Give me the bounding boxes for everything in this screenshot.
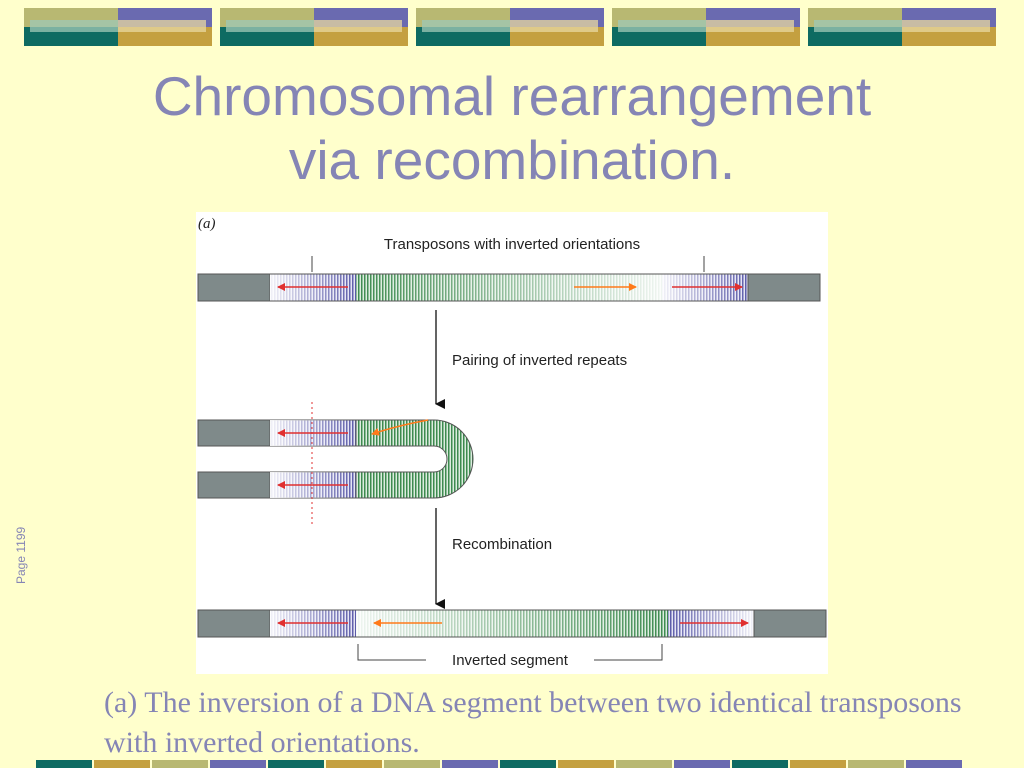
page-reference-label: Page 1199 (14, 526, 28, 584)
slide-title: Chromosomal rearrangement via recombinat… (0, 64, 1024, 192)
decorative-block (808, 8, 996, 46)
recombined-chromosome (197, 609, 827, 638)
decorative-block (612, 8, 800, 46)
panel-label: (a) (198, 216, 216, 232)
decorative-block (416, 8, 604, 46)
label-transposons: Transposons with inverted orientations (384, 236, 640, 253)
decorative-block (24, 8, 212, 46)
recombination-diagram: (a) Transposons with inverted orientatio… (197, 216, 827, 669)
decorative-block (220, 8, 408, 46)
hairpin-structure (197, 402, 474, 524)
top-decorative-bar (24, 8, 996, 46)
recombination-figure: (a) Transposons with inverted orientatio… (196, 212, 828, 674)
slide-title-line-1: Chromosomal rearrangement (152, 65, 872, 127)
label-pairing: Pairing of inverted repeats (452, 352, 627, 369)
bottom-decorative-bar (36, 760, 962, 768)
slide-title-line-2: via recombination. (288, 129, 736, 191)
inverted-segment-bracket (357, 644, 663, 661)
label-recombination: Recombination (452, 536, 552, 553)
original-chromosome (197, 273, 821, 302)
figure-caption: (a) The inversion of a DNA segment betwe… (104, 686, 962, 759)
label-inverted-segment: Inverted segment (452, 652, 569, 669)
